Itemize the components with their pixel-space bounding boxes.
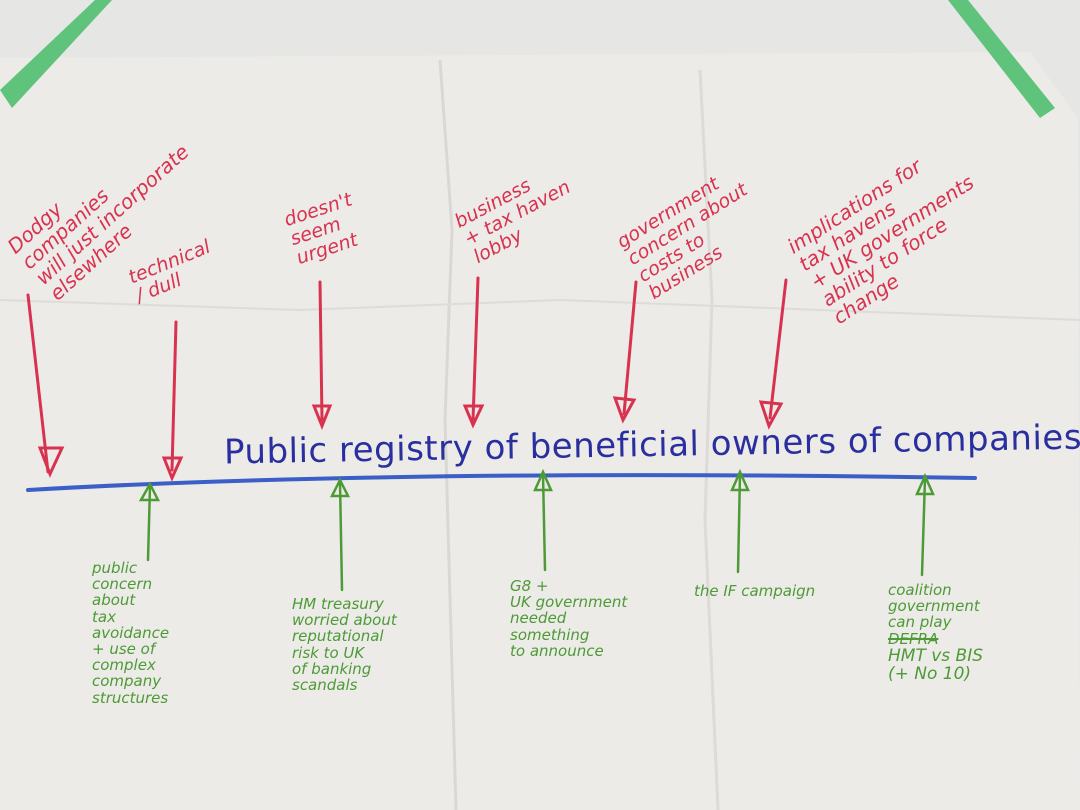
driver-arrowhead-5 [915,472,935,496]
driver-arrow-1 [146,484,152,562]
barrier-arrow-6 [768,278,788,420]
barrier-arrowhead-2 [161,456,184,482]
driver-arrowhead-4 [730,468,750,492]
driver-label-4: the IF campaign [694,582,816,600]
barrier-arrowhead-5 [612,396,637,424]
tape-strip-left [0,0,112,108]
barrier-arrowhead-6 [758,400,784,430]
driver-label-1: public concern about tax avoidance + use… [92,559,170,707]
timeline-line [26,473,977,492]
driver-label-5-after: HMT vs BIS (+ No 10) [888,645,984,685]
paper-fold-2 [698,69,720,810]
paper-sheet [0,52,1080,810]
driver-arrow-2 [338,480,344,592]
driver-label-3: G8 + UK government needed something to a… [510,577,628,660]
barrier-arrowhead-3 [311,404,333,431]
tape-strip-right [948,0,1055,118]
barrier-arrowhead-1 [37,446,65,478]
barrier-arrow-2 [170,320,178,472]
driver-arrowhead-2 [329,477,351,498]
barrier-arrow-3 [318,280,324,422]
barrier-arrow-4 [471,276,480,422]
driver-label-5-text: coalition government can play [888,581,980,632]
barrier-arrowhead-4 [462,404,485,429]
driver-arrowhead-1 [138,481,161,502]
driver-label-5-struck: DEFRA [888,629,939,648]
paper-fold-1 [438,59,458,810]
driver-arrowhead-3 [533,468,553,492]
barrier-arrow-5 [622,280,638,416]
paper-crease [0,298,1080,321]
barrier-arrow-1 [26,293,50,474]
driver-label-2: HM treasury worried about reputational r… [292,595,397,694]
driver-label-5: coalition government can play DEFRA HMT … [888,582,983,683]
